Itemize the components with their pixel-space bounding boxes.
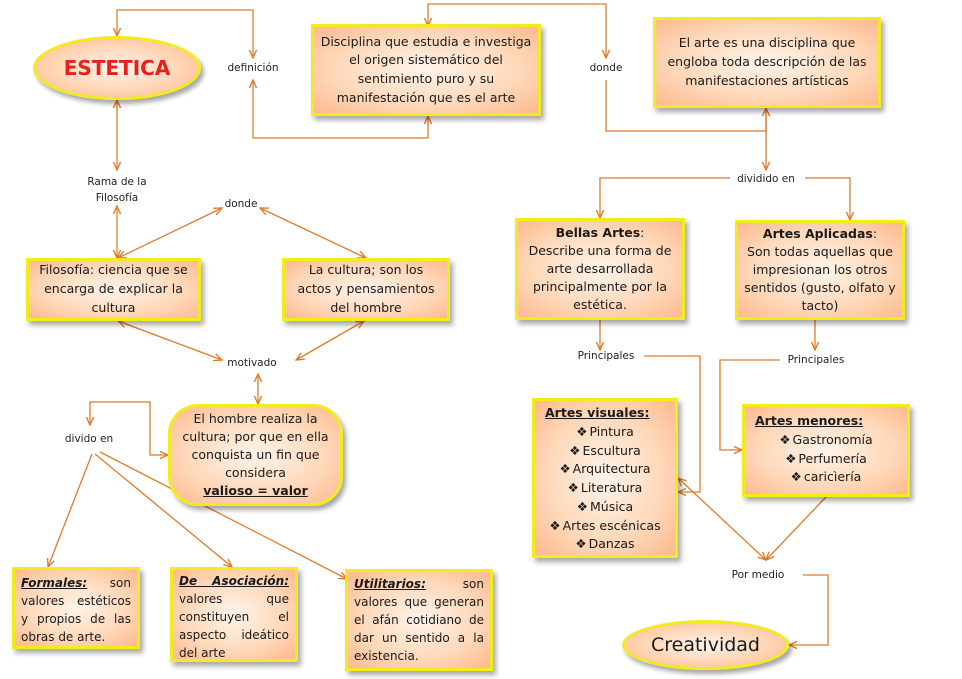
list-item: Danzas — [541, 535, 669, 554]
node-artes-aplicadas-text: Son todas aquellas que impresionan los o… — [744, 243, 896, 314]
node-artes-aplicadas-title: Artes Aplicadas — [762, 225, 873, 241]
edge-cultura-motivado — [296, 321, 364, 360]
node-utilitarios-title: Utilitarios: — [354, 577, 426, 591]
node-artes-menores: Artes menores: Gastronomía Perfumería ca… — [742, 404, 910, 497]
node-artes-aplicadas-heading: Artes Aplicadas: — [744, 225, 896, 243]
node-asociacion: De Asociación: valores que constituyen e… — [170, 567, 298, 662]
node-asociacion-title: De Asociación: — [179, 574, 289, 588]
label-motivado: motivado — [227, 357, 277, 369]
node-cultura: La cultura; son los actos y pensamientos… — [282, 258, 450, 321]
list-item: Perfumería — [751, 450, 901, 469]
label-rama-filosofia: Rama de la Filosofía — [87, 176, 147, 204]
node-bellas-artes-heading: Bellas Artes: — [524, 224, 676, 242]
node-filosofia: Filosofía: ciencia que se encarga de exp… — [26, 258, 201, 321]
node-bellas-artes: Bellas Artes: Describe una forma de arte… — [515, 218, 685, 320]
edge-divido-formales — [48, 453, 93, 567]
node-definicion-text: Disciplina que estudia e investiga el or… — [320, 33, 532, 105]
label-por-medio: Por medio — [731, 569, 785, 581]
node-asociacion-text: valores que constituyen el aspecto ideát… — [179, 592, 289, 660]
edge-box-donde — [428, 3, 606, 58]
node-formales-title: Formales: — [21, 576, 88, 590]
edge-estetica-definicion — [117, 9, 253, 58]
node-hombre-text: El hombre realiza la cultura; por que en… — [182, 410, 329, 481]
edge-filosofia-donde — [118, 208, 222, 258]
node-artes-aplicadas-colon: : — [872, 225, 878, 241]
edge-divido-asociacion — [94, 453, 232, 567]
edge-dividido-aplicadas — [805, 177, 850, 220]
node-estetica: ESTETICA — [33, 36, 201, 100]
list-item: Pintura — [541, 423, 669, 442]
node-artes-visuales: Artes visuales: Pintura Escultura Arquit… — [532, 398, 678, 558]
node-utilitarios-text: son valores que generan el afán cotidian… — [354, 577, 484, 663]
edge-donde-cultura — [260, 208, 366, 258]
list-item: Arquitectura — [541, 460, 669, 479]
edge-divido-utilitarios — [99, 451, 347, 579]
node-hombre: El hombre realiza la cultura; por que en… — [168, 404, 343, 506]
node-artes-menores-title: Artes menores: — [755, 413, 864, 428]
label-dividido-en: dividido en — [737, 173, 795, 185]
edge-principales-menores — [719, 359, 780, 450]
node-creatividad-text: Creatividad — [650, 634, 760, 656]
node-hombre-emph: valioso = valor — [203, 483, 308, 499]
edge-menores-pormedio — [766, 496, 827, 560]
node-filosofia-text: Filosofía: ciencia que se encarga de exp… — [39, 262, 188, 315]
label-divido-en: divido en — [64, 433, 114, 445]
node-bellas-artes-text: Describe una forma de arte desarrollada … — [528, 242, 672, 313]
node-bellas-artes-colon: : — [640, 224, 645, 240]
node-formales: Formales: son valores estéticos y propio… — [12, 567, 140, 649]
label-principales-2: Principales — [787, 354, 845, 366]
list-item: Gastronomía — [751, 431, 901, 450]
node-definicion: Disciplina que estudia e investiga el or… — [311, 24, 541, 116]
node-arte: El arte es una disciplina que engloba to… — [653, 17, 881, 108]
label-principales-1: Principales — [577, 350, 635, 362]
edge-filosofia-motivado — [118, 321, 222, 360]
edge-visuales-pormedio — [678, 478, 766, 560]
node-estetica-text: ESTETICA — [63, 56, 171, 80]
label-definicion: definición — [227, 62, 279, 74]
edge-dividido-bellas — [600, 177, 730, 218]
label-donde-mid: donde — [224, 198, 258, 210]
node-arte-text: El arte es una disciplina que engloba to… — [667, 35, 867, 88]
list-item: Escultura — [541, 442, 669, 461]
node-cultura-text: La cultura; son los actos y pensamientos… — [297, 262, 435, 315]
node-utilitarios: Utilitarios: son valores que generan el … — [345, 569, 493, 671]
node-creatividad: Creatividad — [622, 620, 789, 670]
label-donde-top: donde — [589, 62, 623, 74]
node-artes-visuales-title: Artes visuales: — [545, 405, 650, 420]
edge-divido-hombre — [90, 401, 168, 455]
node-artes-aplicadas: Artes Aplicadas: Son todas aquellas que … — [735, 220, 905, 320]
edge-pormedio-creatividad — [789, 574, 829, 645]
node-bellas-artes-title: Bellas Artes — [555, 224, 641, 240]
list-item: caricìería — [751, 468, 901, 487]
list-item: Música — [541, 498, 669, 517]
list-item: Literatura — [541, 479, 669, 498]
edge-definicion-box — [253, 80, 428, 139]
node-formales-text: son valores estéticos y propios de las o… — [21, 576, 131, 644]
list-item: Artes escénicas — [541, 517, 669, 536]
